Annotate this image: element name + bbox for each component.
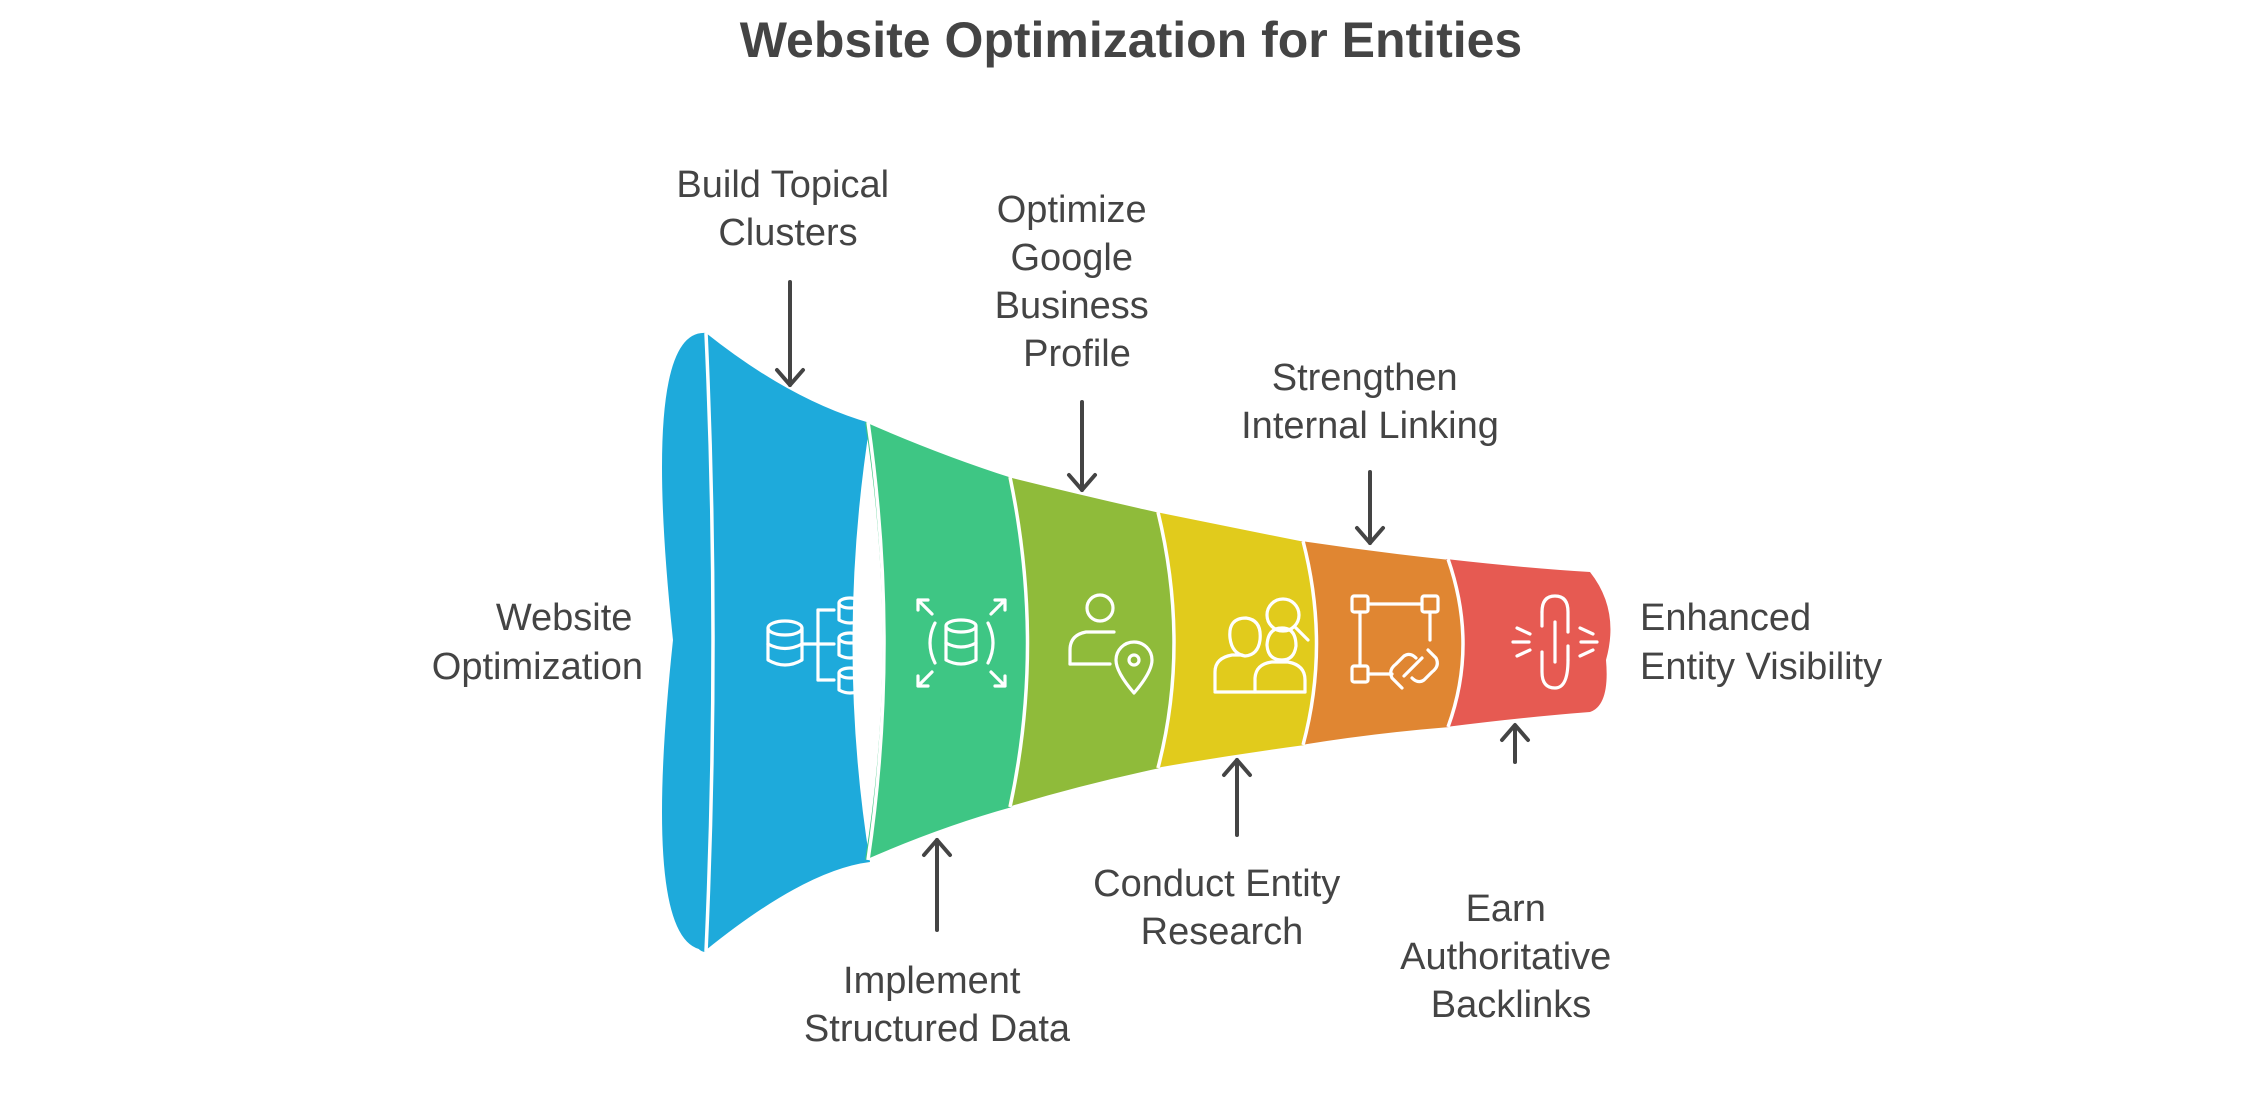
left-label: Website Optimization <box>432 597 643 688</box>
stage-label-1: Build Topical Clusters <box>676 164 899 254</box>
funnel-segment-5 <box>1301 541 1464 745</box>
arrow-implement-structured-data <box>922 838 952 932</box>
stage-label-5: Strengthen Internal Linking <box>1241 357 1499 447</box>
stage-label-3: Optimize Google Business Profile <box>995 189 1160 375</box>
arrow-build-topical-clusters <box>775 280 805 387</box>
funnel-opening <box>672 332 713 953</box>
broken-link-icon <box>1511 594 1599 690</box>
label-arrows <box>775 280 1530 932</box>
arrow-conduct-entity-research <box>1222 758 1252 837</box>
funnel-segment-1 <box>662 332 870 950</box>
code-database-icon <box>916 598 1007 688</box>
stage-label-2: Implement Structured Data <box>804 960 1071 1050</box>
user-location-icon <box>1068 593 1154 695</box>
diagram-title: Website Optimization for Entities <box>740 12 1522 68</box>
right-label: Enhanced Entity Visibility <box>1640 597 1882 688</box>
funnel-segment-3 <box>1008 477 1175 807</box>
network-link-icon <box>1350 594 1440 690</box>
arrow-strengthen-internal-linking <box>1355 470 1385 545</box>
segment-separators <box>704 332 1465 953</box>
funnel-segment-4 <box>1156 512 1318 768</box>
people-search-icon <box>1213 597 1310 694</box>
stage-label-4: Conduct Entity Research <box>1093 863 1351 953</box>
arrow-optimize-google-business-profile <box>1067 400 1097 492</box>
database-hierarchy-icon <box>766 596 863 695</box>
arrow-earn-authoritative-backlinks <box>1500 723 1530 764</box>
stage-label-6: Earn Authoritative Backlinks <box>1400 888 1622 1026</box>
